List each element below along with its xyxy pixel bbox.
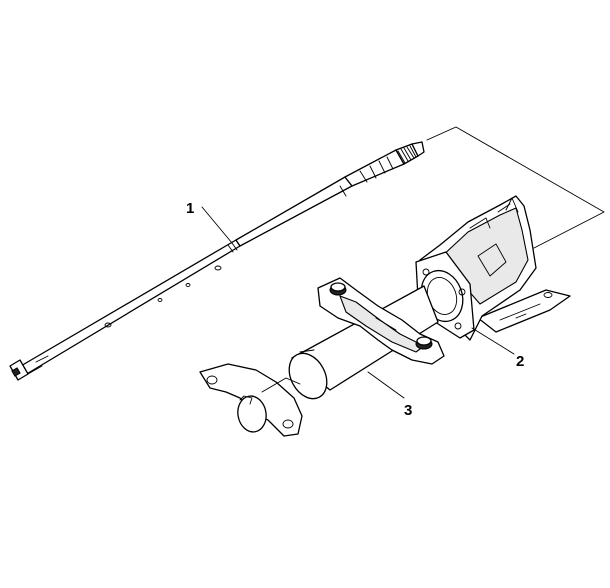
callout-label-1: 1	[186, 200, 194, 217]
leader-line-2	[471, 327, 515, 355]
callout-2: 2	[471, 327, 524, 370]
steering-shaft	[9, 141, 425, 381]
column-jacket	[199, 277, 445, 437]
callout-3: 3	[367, 371, 412, 419]
column-housing	[415, 195, 571, 341]
leader-line-1	[201, 206, 233, 244]
callout-label-2: 2	[516, 353, 524, 370]
leader-line-3	[367, 371, 405, 399]
callout-label-3: 3	[404, 402, 412, 419]
assembly-guide-line	[426, 126, 605, 249]
callout-1: 1	[186, 200, 233, 244]
